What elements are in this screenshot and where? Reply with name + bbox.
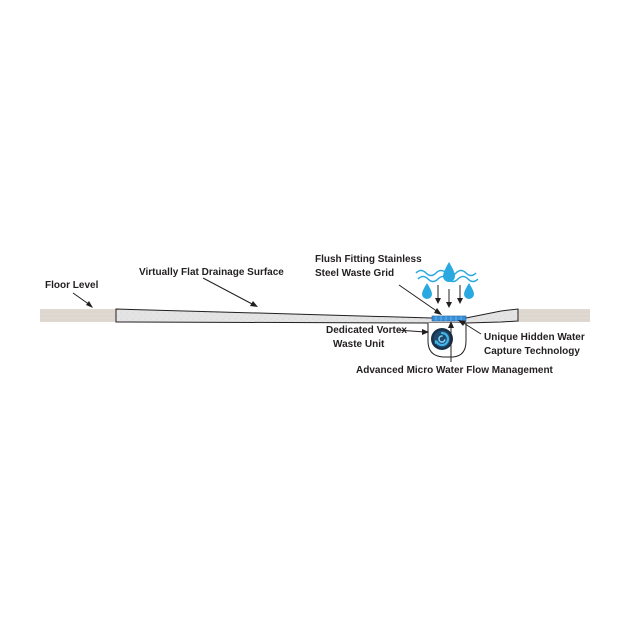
label-micro-flow: Advanced Micro Water Flow Management bbox=[356, 365, 554, 376]
down-arrow-icon bbox=[435, 285, 463, 308]
label-vortex-line1: Dedicated Vortex bbox=[326, 325, 407, 336]
water-drop-icon bbox=[422, 262, 474, 299]
leader-lines bbox=[72, 277, 482, 362]
label-capture-line2: Capture Technology bbox=[484, 346, 580, 357]
label-floor-level: Floor Level bbox=[45, 280, 99, 291]
vortex-waste-unit bbox=[427, 323, 467, 358]
floor-level-strip bbox=[40, 309, 590, 322]
label-drainage-surface: Virtually Flat Drainage Surface bbox=[139, 267, 284, 278]
label-capture-line1: Unique Hidden Water bbox=[484, 332, 585, 343]
label-waste-grid-line1: Flush Fitting Stainless bbox=[315, 254, 422, 265]
label-vortex-line2: Waste Unit bbox=[333, 339, 385, 350]
vortex-icon bbox=[431, 328, 453, 350]
label-waste-grid-line2: Steel Waste Grid bbox=[315, 268, 394, 279]
waste-grid bbox=[431, 315, 467, 322]
